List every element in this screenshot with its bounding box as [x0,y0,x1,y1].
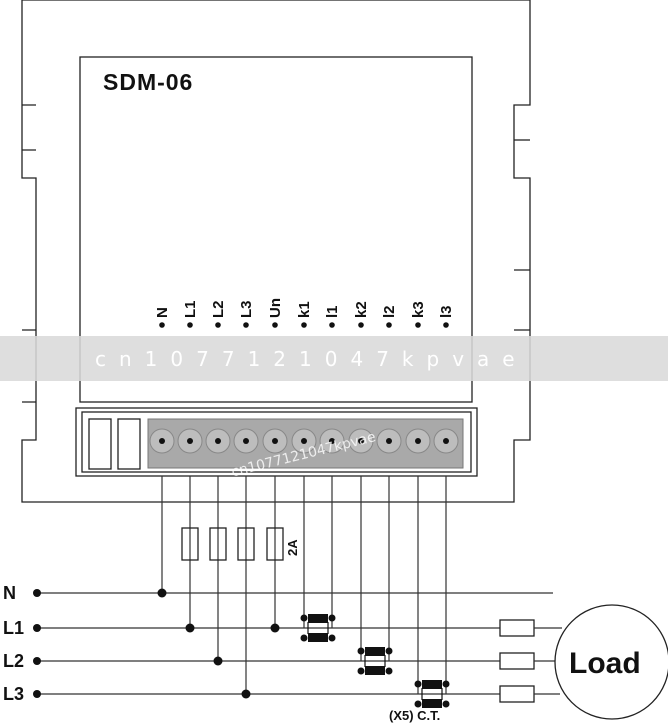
current-transformer-1 [300,614,336,642]
load-label: Load [569,647,641,680]
line-terminal-l1 [33,624,41,632]
junction-dots [157,588,280,699]
terminal-screw-l2 [376,428,402,454]
terminal-label-dot [272,322,278,328]
terminal-screw-l2 [205,428,231,454]
meter-housing [21,0,531,503]
line-terminal-l3 [33,690,41,698]
fuse-3 [237,527,255,561]
front-panel [79,56,473,403]
terminal-label-l3: l3 [438,305,455,328]
line-label-l1: L1 [3,618,24,638]
terminal-label-l2: l2 [381,305,398,328]
terminal-wires [161,476,447,694]
terminal-label-k1: k1 [296,301,313,328]
load-circle [554,604,668,720]
terminal-screw-n [149,428,175,454]
fuses [181,527,284,561]
terminal-label-k2: k2 [353,301,370,328]
terminal-label-text: l1 [324,305,341,318]
terminal-screw-un [262,428,288,454]
terminal-label-dot [358,322,364,328]
terminal-screw-l3 [433,428,459,454]
terminal-label-dot [187,322,193,328]
terminal-label-n: N [154,307,171,328]
load-fuse-3 [499,685,560,703]
terminal-label-text: N [154,307,171,318]
housing-left-notch-upper [22,104,36,151]
terminal-label-l1: L1 [182,300,199,328]
terminal-screw-k1 [291,428,317,454]
fuse-rating-label: 2A [285,539,300,556]
terminal-label-dot [443,322,449,328]
watermark-band [0,336,668,381]
current-transformers [300,614,450,708]
terminal-label-text: k1 [296,301,313,318]
terminal-label-l3: L3 [238,300,255,328]
terminal-label-text: k3 [410,301,427,318]
line-terminal-l2 [33,657,41,665]
terminal-label-dot [329,322,335,328]
fuse-4 [266,527,284,561]
junction-dot [241,689,251,699]
terminal-label-text: L1 [182,300,199,318]
terminal-label-dot [159,322,165,328]
terminal-label-dot [386,322,392,328]
current-transformer-2 [357,647,393,675]
terminal-label-dot [215,322,221,328]
spare-slot-2 [117,418,141,470]
junction-dot [270,623,280,633]
terminal-label-text: Un [267,298,284,318]
spare-slot-1 [88,418,112,470]
terminal-screw-l1 [319,428,345,454]
fuse-2 [209,527,227,561]
terminal-screw-l1 [177,428,203,454]
line-label-l3: L3 [3,684,24,704]
junction-dot [185,623,195,633]
ct-label: (X5) C.T. [389,708,440,723]
terminal-screw-k2 [348,428,374,454]
terminal-screws [149,428,459,454]
junction-dot [213,656,223,666]
device-model-title: SDM-06 [103,69,193,95]
terminal-labels: N L1 L2 L3 Un k1 l1 k2 l2 k3 l3 [154,298,455,328]
housing-left-notch-lower [22,329,36,403]
line-terminal-n [33,589,41,597]
terminal-block-frame [75,407,478,477]
junction-dot [157,588,167,598]
terminal-label-text: l3 [438,305,455,318]
terminal-label-text: L3 [238,300,255,318]
load-fuse-2 [499,652,555,670]
terminal-label-l1: l1 [324,305,341,328]
fuse-1 [181,527,199,561]
load-fuse-1 [499,619,562,637]
housing-right-notch-lower [514,269,530,331]
watermark-text: cn1077121047kpvae [95,347,528,371]
terminal-label-k3: k3 [410,301,427,328]
terminal-label-text: L2 [210,300,227,318]
terminal-label-dot [415,322,421,328]
terminal-label-text: k2 [353,301,370,318]
terminal-label-text: l2 [381,305,398,318]
terminal-screw-k3 [405,428,431,454]
line-label-l2: L2 [3,651,24,671]
terminal-label-l2: L2 [210,300,227,328]
load-fuses [499,619,562,703]
line-label-n: N [3,583,16,603]
terminal-label-un: Un [267,298,284,328]
terminal-label-dot [243,322,249,328]
terminal-block-inner [81,411,472,473]
current-transformer-3 [414,680,450,708]
terminal-screw-l3 [233,428,259,454]
terminal-label-dot [301,322,307,328]
